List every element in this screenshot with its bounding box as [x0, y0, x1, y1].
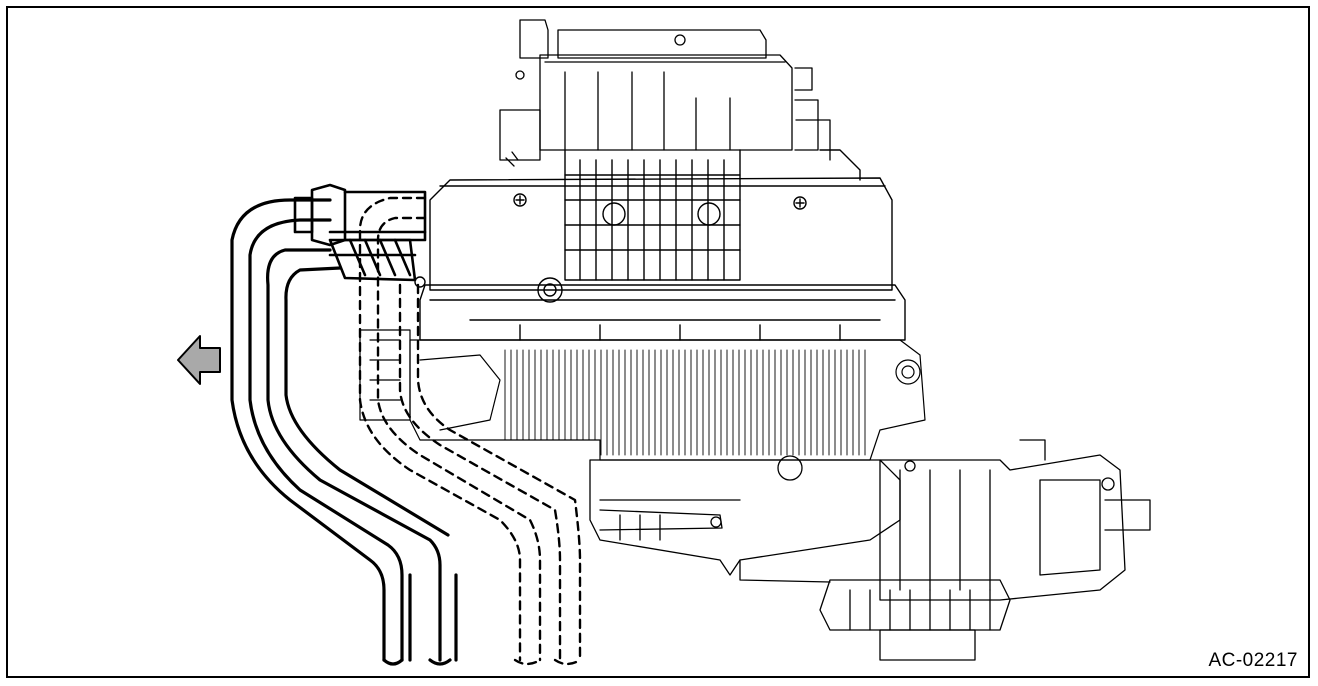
hidden-pipes	[358, 196, 582, 666]
figure-frame	[6, 6, 1310, 678]
lower-case	[589, 455, 901, 576]
pipe-connectors	[293, 183, 427, 282]
fin-block	[359, 329, 926, 461]
figure-code: AC-02217	[1208, 650, 1298, 671]
direction-arrow-icon	[177, 335, 221, 385]
blower-duct	[739, 439, 1151, 661]
heater-pipes	[230, 198, 458, 666]
middle-band	[414, 276, 906, 341]
upper-case	[429, 149, 893, 291]
top-intake-housing	[499, 19, 831, 167]
